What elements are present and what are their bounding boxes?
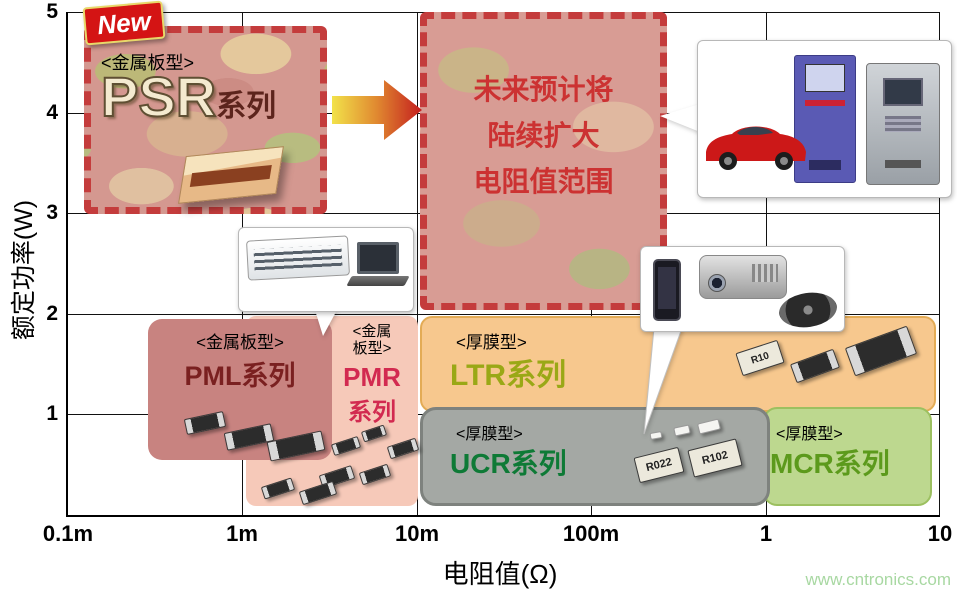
region-psr: <金属板型> PSR 系列: [84, 26, 327, 214]
air-conditioner-vents: [253, 244, 343, 274]
car-icon: [706, 126, 806, 170]
new-badge: New: [82, 0, 166, 46]
kiosk-icon: [866, 63, 940, 185]
smartphone-screen: [658, 267, 676, 309]
vending-machine-icon: [794, 55, 856, 183]
pmr-series-label-line1: PMR: [343, 362, 401, 392]
projector-icon: [699, 255, 787, 299]
projector-vents: [752, 264, 778, 282]
laptop-base: [346, 276, 410, 286]
future-annotation-line2: 陆续扩大: [487, 120, 600, 151]
x-tick-100m: 100m: [562, 521, 620, 546]
x-tick-10: 10: [927, 521, 953, 546]
smartphone-icon: [653, 259, 681, 321]
vending-machine-window: [805, 64, 845, 92]
x-axis-title: 电阻值(Ω): [442, 559, 558, 589]
kiosk-slot: [885, 160, 921, 168]
future-annotation-line1: 未来预计将: [473, 74, 614, 105]
y-axis-line: [66, 12, 68, 517]
laptop-icon: [357, 242, 399, 274]
callout-pmr-tail: [315, 310, 337, 336]
future-annotation: 未来预计将 陆续扩大 电阻值范围: [427, 67, 660, 205]
pmr-type-label-line2: 板型>: [352, 340, 392, 357]
ltr-type-label: <厚膜型>: [456, 333, 527, 352]
hard-disk-platter-icon: [776, 289, 840, 331]
new-badge-label: New: [96, 5, 152, 40]
air-conditioner-icon: [246, 235, 350, 281]
vending-machine-stripe: [805, 100, 845, 106]
y-tick-1: 1: [46, 402, 58, 425]
y-tick-4: 4: [46, 101, 58, 124]
gridline-v: [417, 12, 418, 515]
psr-resistor-icon: [178, 146, 284, 204]
y-tick-2: 2: [46, 302, 58, 325]
watermark: www.cntronics.com: [805, 570, 951, 589]
pml-type-label: <金属板型>: [196, 333, 284, 352]
projector-lens: [708, 274, 726, 292]
x-tick-0p1m: 0.1m: [42, 521, 94, 546]
psr-type-label: <金属板型>: [101, 53, 195, 73]
gridline-v: [939, 12, 940, 515]
callout-future-products: [697, 40, 952, 198]
ltr-series-label: LTR系列: [450, 359, 567, 392]
x-axis-line: [66, 515, 940, 517]
y-axis-title: 额定功率(W): [10, 199, 38, 341]
x-tick-10m: 10m: [394, 521, 440, 546]
callout-pmr-products: [238, 227, 414, 312]
callout-future-tail: [660, 104, 700, 132]
callout-ucr-tail: [643, 327, 683, 435]
future-annotation-line3: 电阻值范围: [473, 166, 614, 197]
pml-series-label: PML系列: [184, 361, 296, 391]
gridline-h: [68, 314, 940, 315]
x-tick-1: 1: [759, 521, 773, 546]
y-tick-3: 3: [46, 201, 58, 224]
x-tick-1m: 1m: [226, 521, 258, 546]
pmr-series-label-line2: 系列: [348, 399, 396, 426]
ucr-series-label: UCR系列: [450, 448, 567, 479]
mcr-type-label: <厚膜型>: [776, 426, 843, 443]
pmr-type-label-line1: <金属: [352, 323, 392, 340]
psr-resistor-band: [189, 165, 273, 188]
region-mcr: [763, 407, 932, 506]
psr-series-label: PSR 系列: [100, 65, 277, 128]
kiosk-keypad: [885, 116, 921, 132]
kiosk-screen: [883, 78, 923, 106]
vending-machine-slot: [809, 160, 841, 170]
mcr-series-label: MCR系列: [770, 448, 890, 479]
psr-name-text: PSR: [100, 65, 217, 128]
y-tick-5: 5: [46, 0, 58, 23]
psr-suffix-text: 系列: [216, 90, 277, 123]
ucr-type-label: <厚膜型>: [456, 426, 523, 443]
expansion-arrow-icon: [332, 80, 422, 140]
region-future-expansion: 未来预计将 陆续扩大 电阻值范围: [420, 12, 667, 310]
callout-ucr-products: [640, 246, 845, 332]
